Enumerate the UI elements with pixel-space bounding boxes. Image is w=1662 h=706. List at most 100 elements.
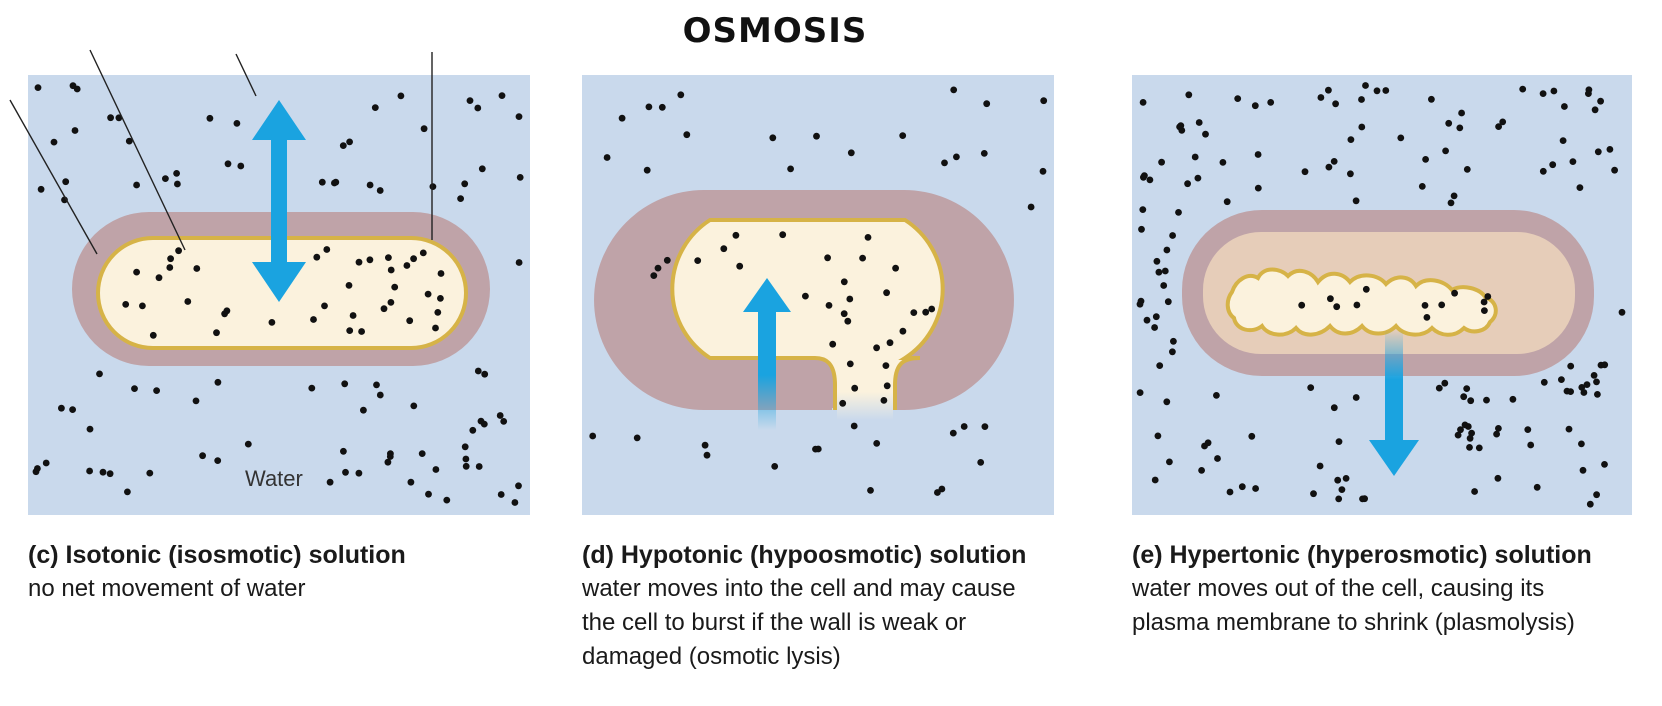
solute-particle bbox=[1347, 170, 1354, 177]
solute-particle bbox=[659, 104, 666, 111]
solute-particle bbox=[166, 264, 173, 271]
solute-particle bbox=[173, 170, 180, 177]
solute-particle bbox=[1483, 397, 1490, 404]
solute-particle bbox=[1601, 461, 1608, 468]
solute-particle bbox=[58, 405, 65, 412]
solute-particle bbox=[847, 361, 854, 368]
solute-particle bbox=[1428, 96, 1435, 103]
solute-particle bbox=[346, 139, 353, 146]
solute-particle bbox=[1158, 159, 1165, 166]
solute-particle bbox=[410, 255, 417, 262]
solute-particle bbox=[360, 407, 367, 414]
solute-particle bbox=[497, 412, 504, 419]
solute-particle bbox=[498, 491, 505, 498]
solute-particle bbox=[1147, 177, 1154, 184]
solute-particle bbox=[457, 195, 464, 202]
solute-particle bbox=[133, 182, 140, 189]
solute-particle bbox=[323, 246, 330, 253]
solute-particle bbox=[319, 179, 326, 186]
solute-particle bbox=[124, 489, 131, 496]
solute-particle bbox=[404, 262, 411, 269]
caption-heading: (c) Isotonic (isosmotic) solution bbox=[28, 538, 548, 572]
diagram-title: OSMOSIS bbox=[683, 11, 868, 51]
solute-particle bbox=[387, 453, 394, 460]
solute-particle bbox=[1155, 433, 1162, 440]
solute-particle bbox=[1540, 168, 1547, 175]
solute-particle bbox=[953, 154, 960, 161]
solute-particle bbox=[1585, 90, 1592, 97]
solute-particle bbox=[851, 423, 858, 430]
caption-heading: (e) Hypertonic (hyperosmotic) solution bbox=[1132, 538, 1662, 572]
solute-particle bbox=[381, 305, 388, 312]
solute-particle bbox=[1566, 426, 1573, 433]
solute-particle bbox=[38, 186, 45, 193]
solute-particle bbox=[1458, 110, 1465, 117]
solute-particle bbox=[430, 183, 437, 190]
solute-particle bbox=[1481, 307, 1488, 314]
solute-particle bbox=[859, 255, 866, 262]
solute-particle bbox=[1307, 384, 1314, 391]
solute-particle bbox=[1601, 361, 1608, 368]
solute-particle bbox=[500, 418, 507, 425]
solute-particle bbox=[841, 278, 848, 285]
solute-particle bbox=[1534, 484, 1541, 491]
solute-particle bbox=[1460, 393, 1467, 400]
solute-particle bbox=[1451, 193, 1458, 200]
solute-particle bbox=[434, 309, 441, 316]
solute-particle bbox=[1595, 148, 1602, 155]
solute-particle bbox=[848, 149, 855, 156]
solute-particle bbox=[1234, 95, 1241, 102]
solute-particle bbox=[1551, 88, 1558, 95]
solute-particle bbox=[1202, 131, 1209, 138]
solute-particle bbox=[1592, 106, 1599, 113]
solute-particle bbox=[1519, 86, 1526, 93]
solute-particle bbox=[1334, 477, 1341, 484]
solute-particle bbox=[1160, 282, 1167, 289]
solute-particle bbox=[367, 182, 374, 189]
solute-particle bbox=[1163, 398, 1170, 405]
solute-particle bbox=[1580, 467, 1587, 474]
solute-particle bbox=[478, 418, 485, 425]
solute-particle bbox=[367, 256, 374, 263]
solute-particle bbox=[193, 398, 200, 405]
solute-particle bbox=[207, 115, 214, 122]
solute-particle bbox=[1195, 175, 1202, 182]
solute-particle bbox=[883, 362, 890, 369]
caption-hypertonic: (e) Hypertonic (hyperosmotic) solution w… bbox=[1132, 538, 1662, 640]
solute-particle bbox=[771, 463, 778, 470]
caption-line: no net movement of water bbox=[28, 572, 548, 606]
solute-particle bbox=[463, 456, 470, 463]
solute-particle bbox=[377, 187, 384, 194]
solute-particle bbox=[694, 257, 701, 264]
solute-particle bbox=[341, 380, 348, 387]
solute-particle bbox=[517, 174, 524, 181]
solute-particle bbox=[425, 291, 432, 298]
solute-particle bbox=[1570, 158, 1577, 165]
solute-particle bbox=[475, 368, 482, 375]
solute-particle bbox=[153, 387, 160, 394]
solute-particle bbox=[1587, 501, 1594, 508]
solute-particle bbox=[899, 132, 906, 139]
solute-particle bbox=[346, 282, 353, 289]
solute-particle bbox=[1456, 125, 1463, 132]
solute-particle bbox=[1138, 226, 1145, 233]
solute-particle bbox=[1213, 392, 1220, 399]
solute-particle bbox=[1359, 496, 1366, 503]
solute-particle bbox=[499, 92, 506, 99]
solute-particle bbox=[469, 427, 476, 434]
solute-particle bbox=[1353, 197, 1360, 204]
solute-particle bbox=[1336, 438, 1343, 445]
solute-particle bbox=[1358, 96, 1365, 103]
solute-particle bbox=[516, 113, 523, 120]
solute-particle bbox=[433, 466, 440, 473]
solute-particle bbox=[1462, 422, 1469, 429]
solute-particle bbox=[1567, 363, 1574, 370]
solute-particle bbox=[1310, 490, 1317, 497]
solute-particle bbox=[1198, 467, 1205, 474]
solute-particle bbox=[664, 257, 671, 264]
solute-particle bbox=[86, 468, 93, 475]
solute-particle bbox=[377, 392, 384, 399]
solute-particle bbox=[410, 403, 417, 410]
solute-particle bbox=[1436, 385, 1443, 392]
solute-particle bbox=[174, 181, 181, 188]
